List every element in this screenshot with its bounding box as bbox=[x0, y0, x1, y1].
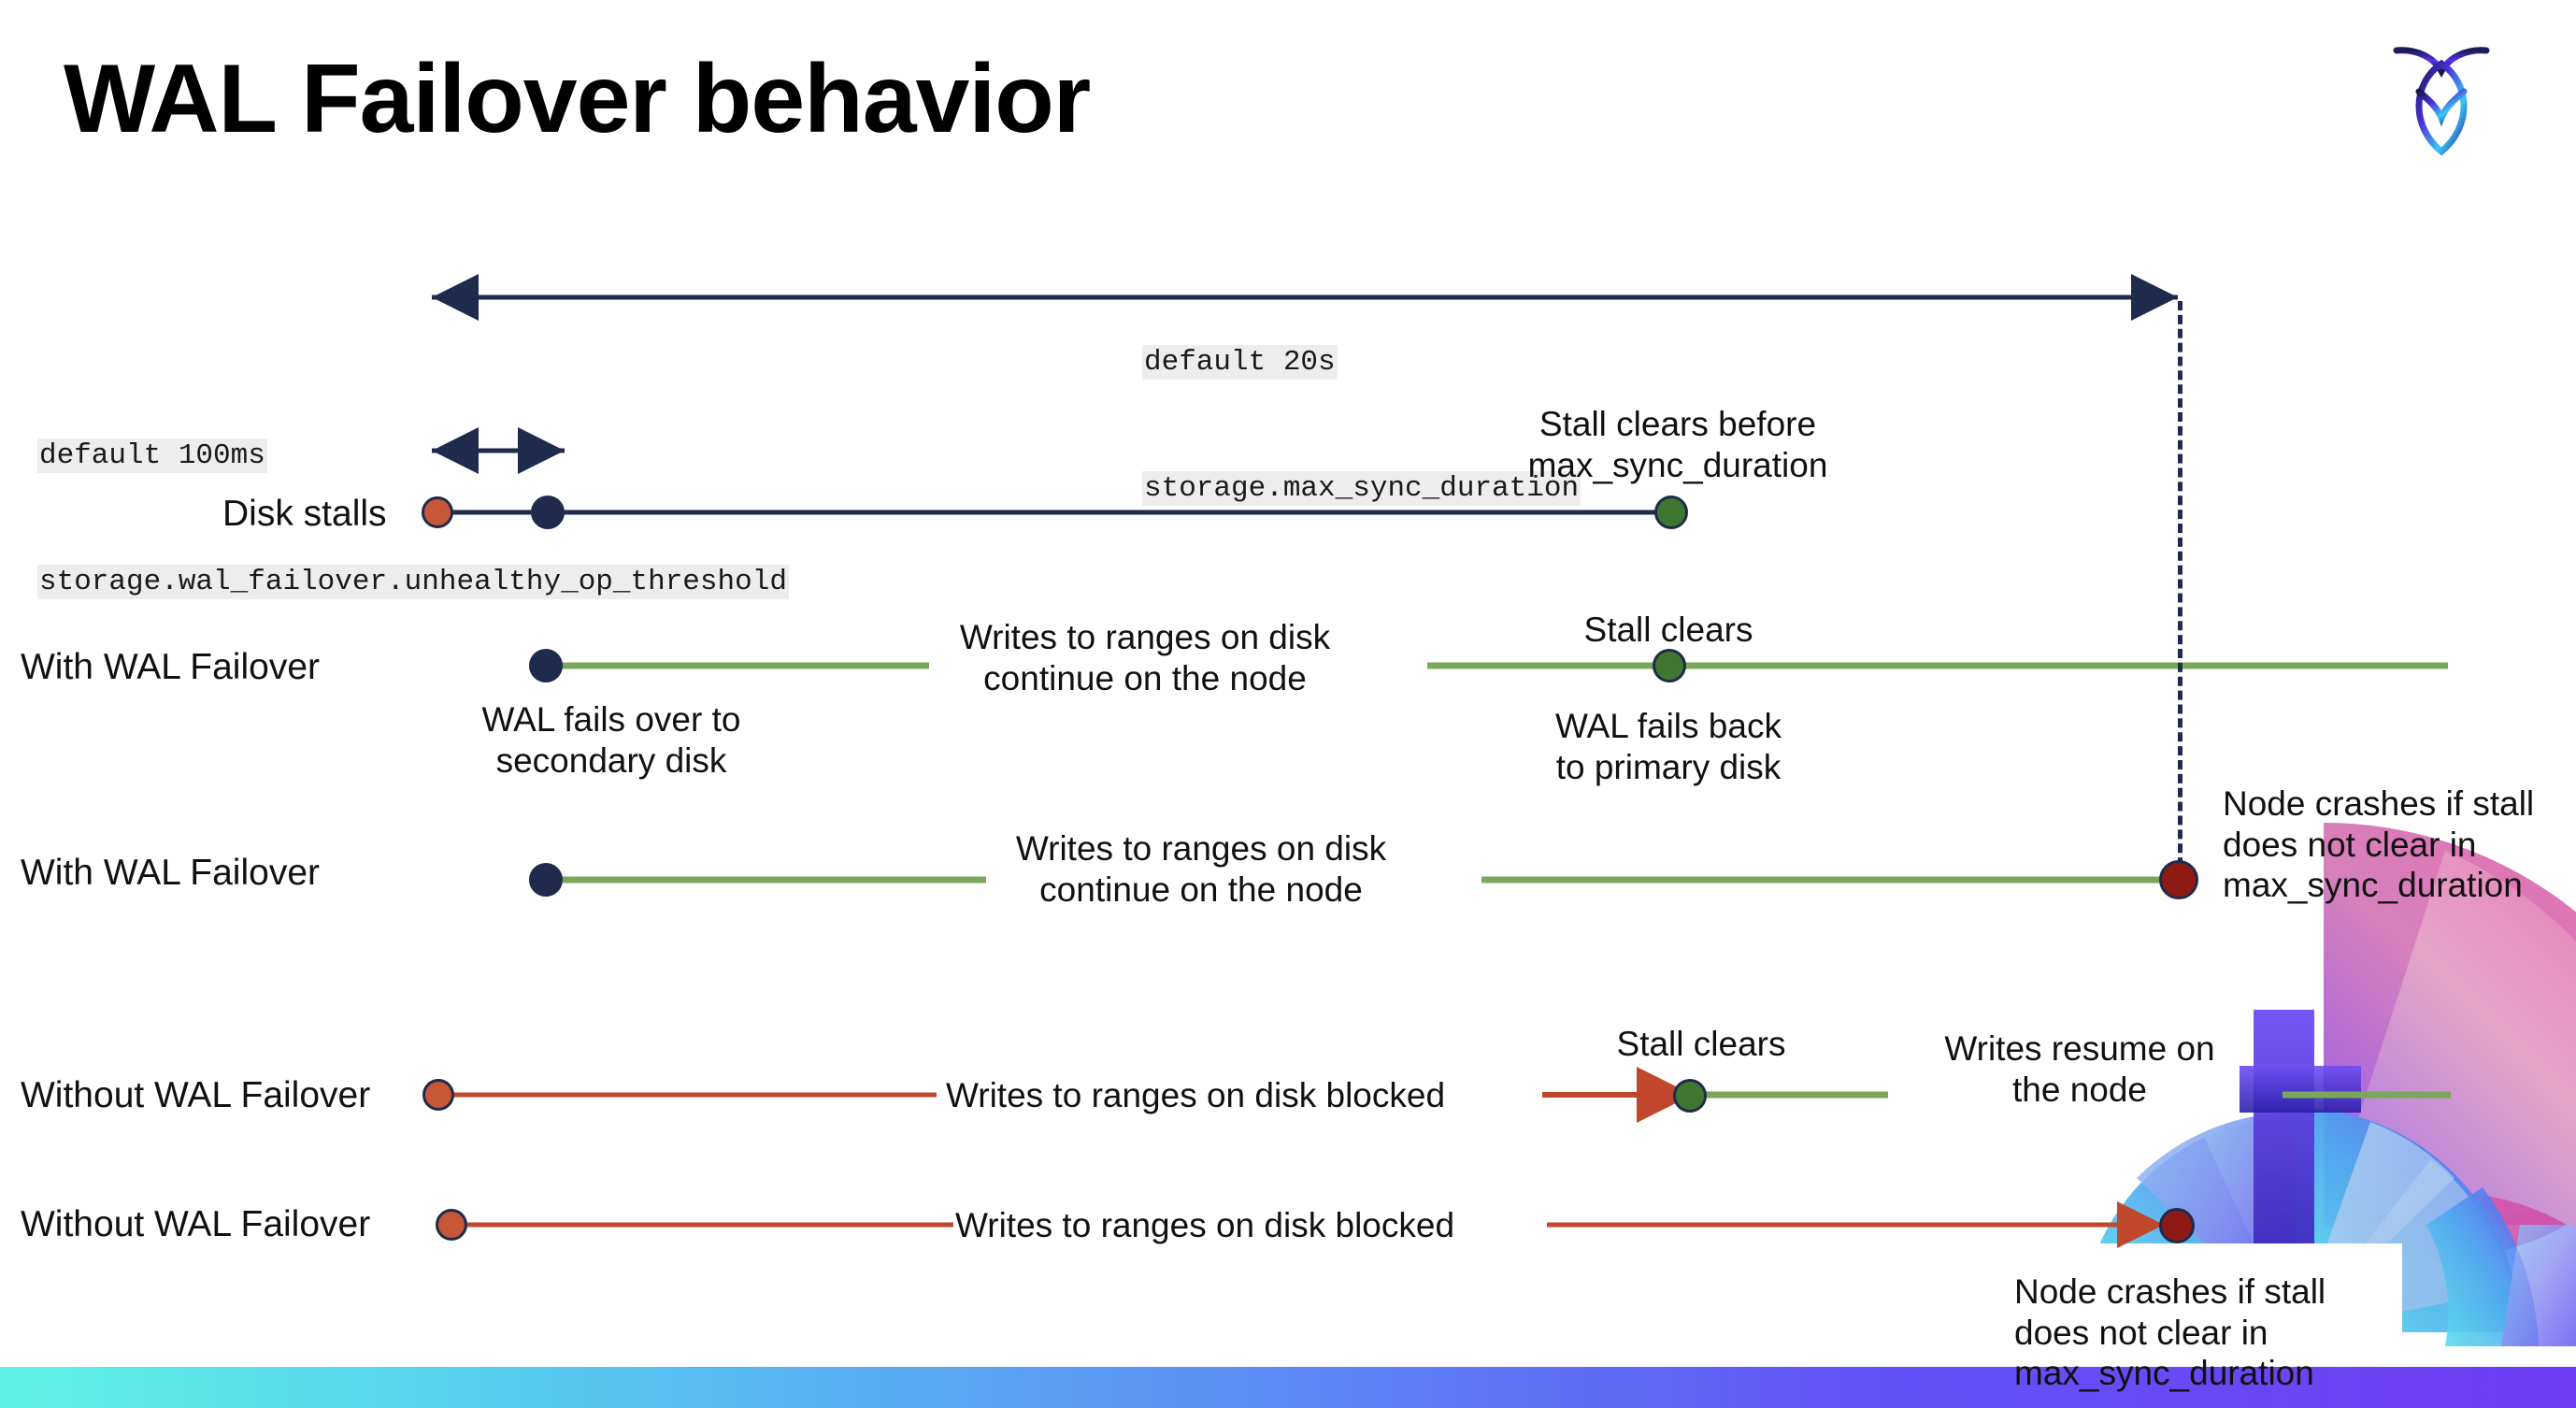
row3-writes-continue-note: Writes to ranges on disk continue on the… bbox=[1015, 829, 1387, 909]
row4-stall-start-dot bbox=[422, 1079, 454, 1111]
row1-stall-clears-dot bbox=[1654, 496, 1688, 529]
row5-node-crash-dot bbox=[2159, 1208, 2195, 1243]
row2-failover-note: WAL fails over to secondary disk bbox=[481, 700, 741, 780]
row-label-disk-stalls: Disk stalls bbox=[222, 494, 387, 534]
row3-node-crash-note: Node crashes if stall does not clear in … bbox=[2223, 784, 2535, 905]
max-sync-duration-dropline bbox=[2178, 301, 2182, 881]
max-sync-default-text: default 20s bbox=[1142, 344, 1338, 380]
cockroachdb-logo-icon bbox=[2385, 26, 2497, 166]
row4-stall-clears-dot bbox=[1673, 1079, 1707, 1113]
row3-failover-dot bbox=[529, 863, 563, 897]
row4-writes-blocked-note: Writes to ranges on disk blocked bbox=[946, 1076, 1446, 1114]
max-sync-duration-annotation: default 20s storage.max_sync_duration bbox=[1142, 258, 1581, 595]
row2-writes-continue-note: Writes to ranges on disk continue on the… bbox=[959, 618, 1331, 697]
max-sync-setting-text: storage.max_sync_duration bbox=[1142, 470, 1581, 506]
row3-node-crash-dot bbox=[2159, 860, 2198, 899]
page-title: WAL Failover behavior bbox=[64, 45, 1091, 153]
row-label-without-wal-failover-clears: Without WAL Failover bbox=[21, 1075, 371, 1115]
row2-failover-dot bbox=[529, 649, 563, 682]
unhealthy-setting-text: storage.wal_failover.unhealthy_op_thresh… bbox=[37, 564, 789, 599]
row5-writes-blocked-note: Writes to ranges on disk blocked bbox=[955, 1206, 1455, 1244]
row2-stall-clears-label: Stall clears bbox=[1583, 611, 1753, 649]
wal-failover-trigger-dot bbox=[531, 496, 565, 529]
disk-stall-start-dot bbox=[422, 496, 453, 528]
row5-stall-start-dot bbox=[436, 1209, 467, 1241]
row1-stall-clears-note: Stall clears before max_sync_duration bbox=[1527, 405, 1828, 484]
row4-stall-clears-label: Stall clears bbox=[1616, 1025, 1786, 1063]
unhealthy-threshold-annotation: default 100ms storage.wal_failover.unhea… bbox=[37, 352, 789, 688]
bottom-gradient-bar bbox=[0, 1367, 2576, 1408]
row2-fail-back-note: WAL fails back to primary disk bbox=[1555, 707, 1782, 786]
unhealthy-default-text: default 100ms bbox=[37, 438, 267, 473]
row-label-with-wal-failover-crash: With WAL Failover bbox=[21, 853, 320, 893]
row-label-with-wal-failover-clears: With WAL Failover bbox=[21, 647, 320, 687]
row2-stall-clears-dot bbox=[1653, 649, 1686, 682]
row-label-without-wal-failover-crash: Without WAL Failover bbox=[21, 1204, 371, 1244]
row4-writes-resume-note: Writes resume on the node bbox=[1944, 1029, 2215, 1109]
row5-node-crash-note: Node crashes if stall does not clear in … bbox=[2014, 1272, 2326, 1393]
